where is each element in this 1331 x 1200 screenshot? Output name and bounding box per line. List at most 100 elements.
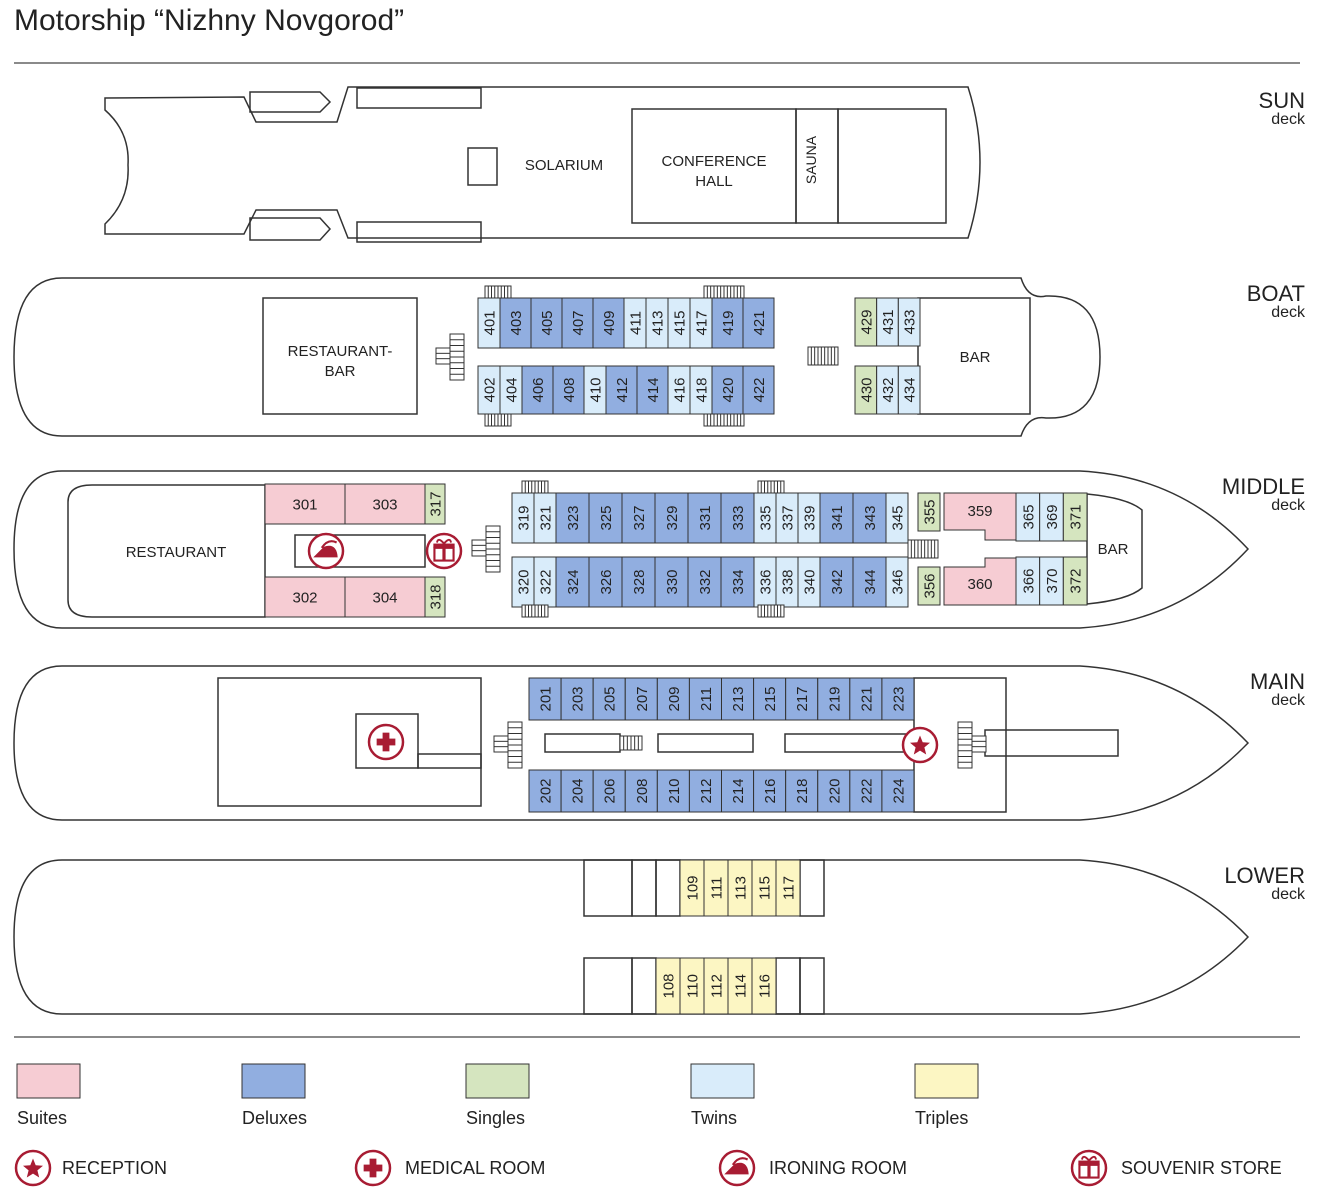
cabin-422[interactable]: 422 (742, 365, 775, 415)
cabin-366[interactable]: 366 (1015, 556, 1041, 606)
cabin-327[interactable]: 327 (621, 492, 656, 544)
cabin-360[interactable]: 360 (943, 557, 1017, 606)
cabin-319[interactable]: 319 (511, 492, 535, 544)
cabin-409[interactable]: 409 (592, 297, 625, 349)
cabin-343[interactable]: 343 (852, 492, 887, 544)
cabin-222[interactable]: 222 (849, 769, 883, 813)
cabin-109[interactable]: 109 (679, 859, 705, 917)
cabin-430[interactable]: 430 (854, 365, 878, 415)
cabin-418[interactable]: 418 (689, 365, 713, 415)
cabin-212[interactable]: 212 (688, 769, 723, 813)
cabin-113[interactable]: 113 (727, 859, 753, 917)
cabin-434[interactable]: 434 (897, 365, 921, 415)
cabin-344[interactable]: 344 (852, 556, 887, 608)
cabin-206[interactable]: 206 (592, 769, 626, 813)
cabin-372[interactable]: 372 (1062, 556, 1088, 606)
cabin-411[interactable]: 411 (623, 297, 647, 349)
cabin-406[interactable]: 406 (521, 365, 554, 415)
cabin-322[interactable]: 322 (533, 556, 557, 608)
cabin-420[interactable]: 420 (711, 365, 744, 415)
cabin-110[interactable]: 110 (679, 957, 705, 1015)
cabin-431[interactable]: 431 (876, 297, 899, 347)
cabin-303[interactable]: 303 (344, 483, 426, 525)
cabin-116[interactable]: 116 (751, 957, 777, 1015)
cabin-416[interactable]: 416 (667, 365, 691, 415)
cabin-112[interactable]: 112 (703, 957, 729, 1015)
cabin-338[interactable]: 338 (775, 556, 799, 608)
cabin-421[interactable]: 421 (742, 297, 775, 349)
cabin-208[interactable]: 208 (624, 769, 658, 813)
cabin-329[interactable]: 329 (654, 492, 689, 544)
cabin-337[interactable]: 337 (775, 492, 799, 544)
cabin-114[interactable]: 114 (727, 957, 753, 1015)
cabin-371[interactable]: 371 (1062, 492, 1088, 542)
cabin-204[interactable]: 204 (560, 769, 594, 813)
cabin-302[interactable]: 302 (264, 576, 346, 618)
cabin-369[interactable]: 369 (1039, 492, 1064, 542)
cabin-356[interactable]: 356 (917, 566, 941, 606)
cabin-207[interactable]: 207 (624, 677, 658, 721)
cabin-355[interactable]: 355 (917, 492, 941, 532)
cabin-359[interactable]: 359 (943, 492, 1017, 541)
cabin-339[interactable]: 339 (797, 492, 821, 544)
cabin-326[interactable]: 326 (588, 556, 623, 608)
cabin-432[interactable]: 432 (876, 365, 899, 415)
cabin-213[interactable]: 213 (721, 677, 755, 721)
cabin-215[interactable]: 215 (753, 677, 787, 721)
cabin-335[interactable]: 335 (753, 492, 777, 544)
cabin-223[interactable]: 223 (881, 677, 915, 721)
cabin-408[interactable]: 408 (552, 365, 585, 415)
cabin-332[interactable]: 332 (687, 556, 722, 608)
cabin-410[interactable]: 410 (583, 365, 607, 415)
cabin-115[interactable]: 115 (751, 859, 777, 917)
cabin-405[interactable]: 405 (530, 297, 563, 349)
cabin-117[interactable]: 117 (775, 859, 801, 917)
cabin-331[interactable]: 331 (687, 492, 722, 544)
cabin-201[interactable]: 201 (528, 677, 562, 721)
cabin-407[interactable]: 407 (561, 297, 594, 349)
cabin-413[interactable]: 413 (645, 297, 669, 349)
cabin-218[interactable]: 218 (785, 769, 819, 813)
cabin-221[interactable]: 221 (849, 677, 883, 721)
cabin-417[interactable]: 417 (689, 297, 713, 349)
cabin-365[interactable]: 365 (1015, 492, 1041, 542)
cabin-404[interactable]: 404 (499, 365, 523, 415)
cabin-210[interactable]: 210 (656, 769, 690, 813)
cabin-370[interactable]: 370 (1039, 556, 1064, 606)
cabin-219[interactable]: 219 (817, 677, 851, 721)
cabin-108[interactable]: 108 (655, 957, 681, 1015)
cabin-333[interactable]: 333 (720, 492, 755, 544)
cabin-323[interactable]: 323 (555, 492, 590, 544)
cabin-320[interactable]: 320 (511, 556, 535, 608)
cabin-321[interactable]: 321 (533, 492, 557, 544)
cabin-401[interactable]: 401 (477, 297, 501, 349)
cabin-340[interactable]: 340 (797, 556, 821, 608)
cabin-211[interactable]: 211 (688, 677, 723, 721)
cabin-328[interactable]: 328 (621, 556, 656, 608)
cabin-301[interactable]: 301 (264, 483, 346, 525)
cabin-111[interactable]: 111 (703, 859, 729, 917)
cabin-203[interactable]: 203 (560, 677, 594, 721)
cabin-346[interactable]: 346 (885, 556, 909, 608)
cabin-202[interactable]: 202 (528, 769, 562, 813)
cabin-317[interactable]: 317 (424, 483, 446, 525)
cabin-403[interactable]: 403 (499, 297, 532, 349)
cabin-402[interactable]: 402 (477, 365, 501, 415)
cabin-205[interactable]: 205 (592, 677, 626, 721)
cabin-433[interactable]: 433 (897, 297, 921, 347)
cabin-414[interactable]: 414 (636, 365, 669, 415)
cabin-304[interactable]: 304 (344, 576, 426, 618)
cabin-324[interactable]: 324 (555, 556, 590, 608)
cabin-224[interactable]: 224 (881, 769, 915, 813)
cabin-330[interactable]: 330 (654, 556, 689, 608)
cabin-318[interactable]: 318 (424, 576, 446, 618)
cabin-209[interactable]: 209 (656, 677, 690, 721)
cabin-419[interactable]: 419 (711, 297, 744, 349)
cabin-429[interactable]: 429 (854, 297, 878, 347)
cabin-336[interactable]: 336 (753, 556, 777, 608)
cabin-220[interactable]: 220 (817, 769, 851, 813)
cabin-415[interactable]: 415 (667, 297, 691, 349)
cabin-217[interactable]: 217 (785, 677, 819, 721)
cabin-342[interactable]: 342 (819, 556, 854, 608)
cabin-345[interactable]: 345 (885, 492, 909, 544)
